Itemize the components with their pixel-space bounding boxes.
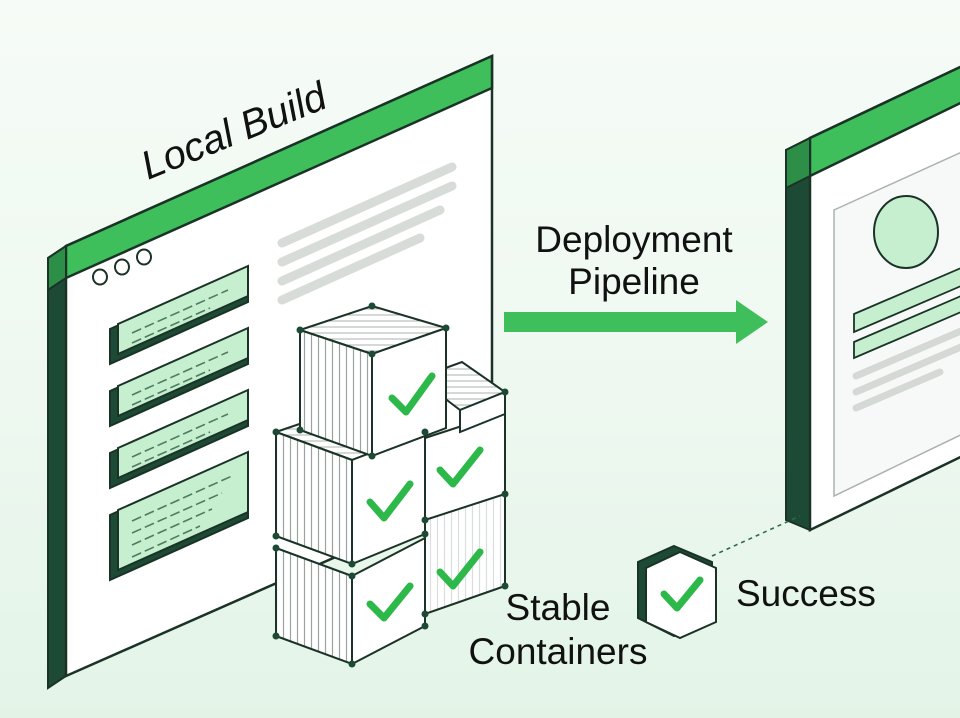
window-side-edge — [47, 244, 67, 690]
checkmark-icon — [660, 576, 704, 612]
code-block-4 — [109, 450, 249, 582]
code-block-1 — [109, 264, 249, 366]
checkmark-icon — [388, 372, 436, 416]
title-bar-edge — [47, 244, 67, 292]
deployed-window-side-edge — [785, 136, 811, 532]
stable-label-line1: Stable — [506, 587, 611, 628]
pipeline-label-line1: Deployment — [535, 219, 733, 260]
deployed-bar-1 — [853, 267, 960, 334]
code-block-2 — [109, 326, 249, 428]
deployed-text-lines — [852, 327, 960, 412]
success-label: Success — [736, 573, 876, 614]
checkmark-icon — [436, 548, 484, 590]
deployed-bar-2 — [853, 295, 960, 360]
container-corner-bolts — [272, 302, 509, 668]
deployed-window — [785, 65, 960, 532]
success-hexagon-icon — [637, 544, 717, 640]
container-bottom-left — [275, 536, 426, 666]
pipeline-label-line2: Pipeline — [568, 261, 700, 302]
avatar — [873, 195, 939, 269]
success-connector — [711, 515, 801, 557]
arrow-right-icon — [504, 300, 768, 344]
code-block-3 — [109, 388, 249, 490]
stable-label-line2: Containers — [469, 631, 648, 672]
checkmark-icon — [436, 446, 484, 488]
container-top — [296, 304, 450, 458]
window-dots-icon — [92, 248, 152, 286]
content-text-lines — [277, 162, 457, 305]
container-stack — [272, 302, 509, 668]
checkmark-icon — [366, 582, 414, 622]
container-bottom-right — [424, 490, 506, 616]
checkmark-icon — [366, 480, 414, 522]
